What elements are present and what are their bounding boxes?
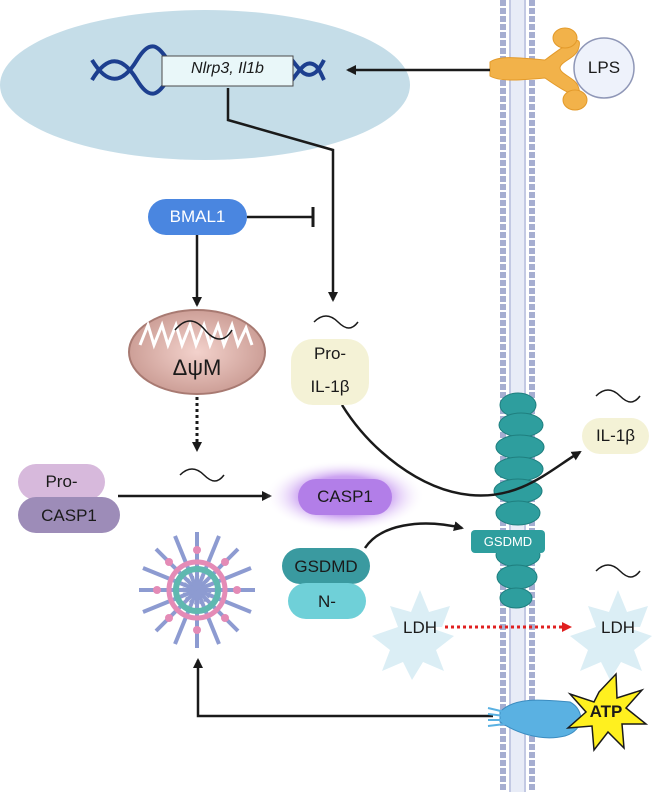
- pro-il1b-pill: [291, 339, 369, 405]
- bmal1-label: BMAL1: [169, 207, 226, 226]
- pro-il1b-label-line2: IL-1β: [310, 377, 350, 396]
- mrna-icon: [313, 315, 359, 329]
- il1b-pill: [582, 418, 649, 454]
- dna-helix-left-icon: [90, 44, 170, 96]
- arrow-gsdmd-to-pore: [363, 521, 464, 549]
- gsdmd-pore-box: [471, 530, 545, 553]
- mrna-icon: [174, 320, 233, 340]
- inflammasome-icon: [139, 532, 255, 648]
- gene-box: [161, 55, 294, 87]
- pro-casp1-top: [18, 464, 105, 500]
- gene-label: Nlrp3, Il1b: [191, 60, 264, 77]
- atp-star: [565, 672, 649, 752]
- dna-helix-right-icon: [290, 58, 326, 82]
- casp1-label: CASP1: [317, 487, 373, 506]
- ldh-outside-label: LDH: [600, 618, 635, 637]
- mrna-icon: [595, 564, 641, 578]
- gsdmd-bottom: [288, 583, 366, 619]
- il1b-label: IL-1β: [595, 426, 636, 445]
- gsdmd-top: [282, 548, 370, 584]
- arrow-atp-to-inflammasome: [193, 658, 493, 718]
- ldh-outside-star: [570, 590, 652, 680]
- bmal1-pill: [148, 199, 247, 235]
- pro-casp1-label-line1: Pro-: [45, 472, 78, 491]
- ldh-inside-label: LDH: [402, 618, 437, 637]
- mito-potential-label: ΔψM: [172, 355, 222, 380]
- gsdmd-label-line1: GSDMD: [294, 557, 358, 576]
- gsdmd-pore-label: GSDMD: [483, 534, 533, 549]
- pro-casp1-bottom: [18, 497, 120, 533]
- ldh-inside-star: [372, 590, 454, 680]
- atp-label: ATP: [589, 702, 623, 721]
- arrow-pro-il1b-to-il1b: [340, 404, 582, 497]
- mrna-icon: [179, 468, 225, 482]
- pro-il1b-label-line1: Pro-: [313, 344, 347, 363]
- lps-circle: [573, 37, 635, 99]
- casp1-pill: [298, 479, 392, 515]
- lps-label: LPS: [587, 58, 621, 77]
- gsdmd-pore-icon: [493, 392, 545, 609]
- arrow-gene-to-pro-il1b: [226, 88, 338, 302]
- mrna-icon: [595, 389, 641, 403]
- tlr4-receptor-icon: [489, 27, 588, 111]
- pro-casp1-label-line2: CASP1: [41, 506, 97, 525]
- gsdmd-label-line2: N-: [318, 592, 336, 611]
